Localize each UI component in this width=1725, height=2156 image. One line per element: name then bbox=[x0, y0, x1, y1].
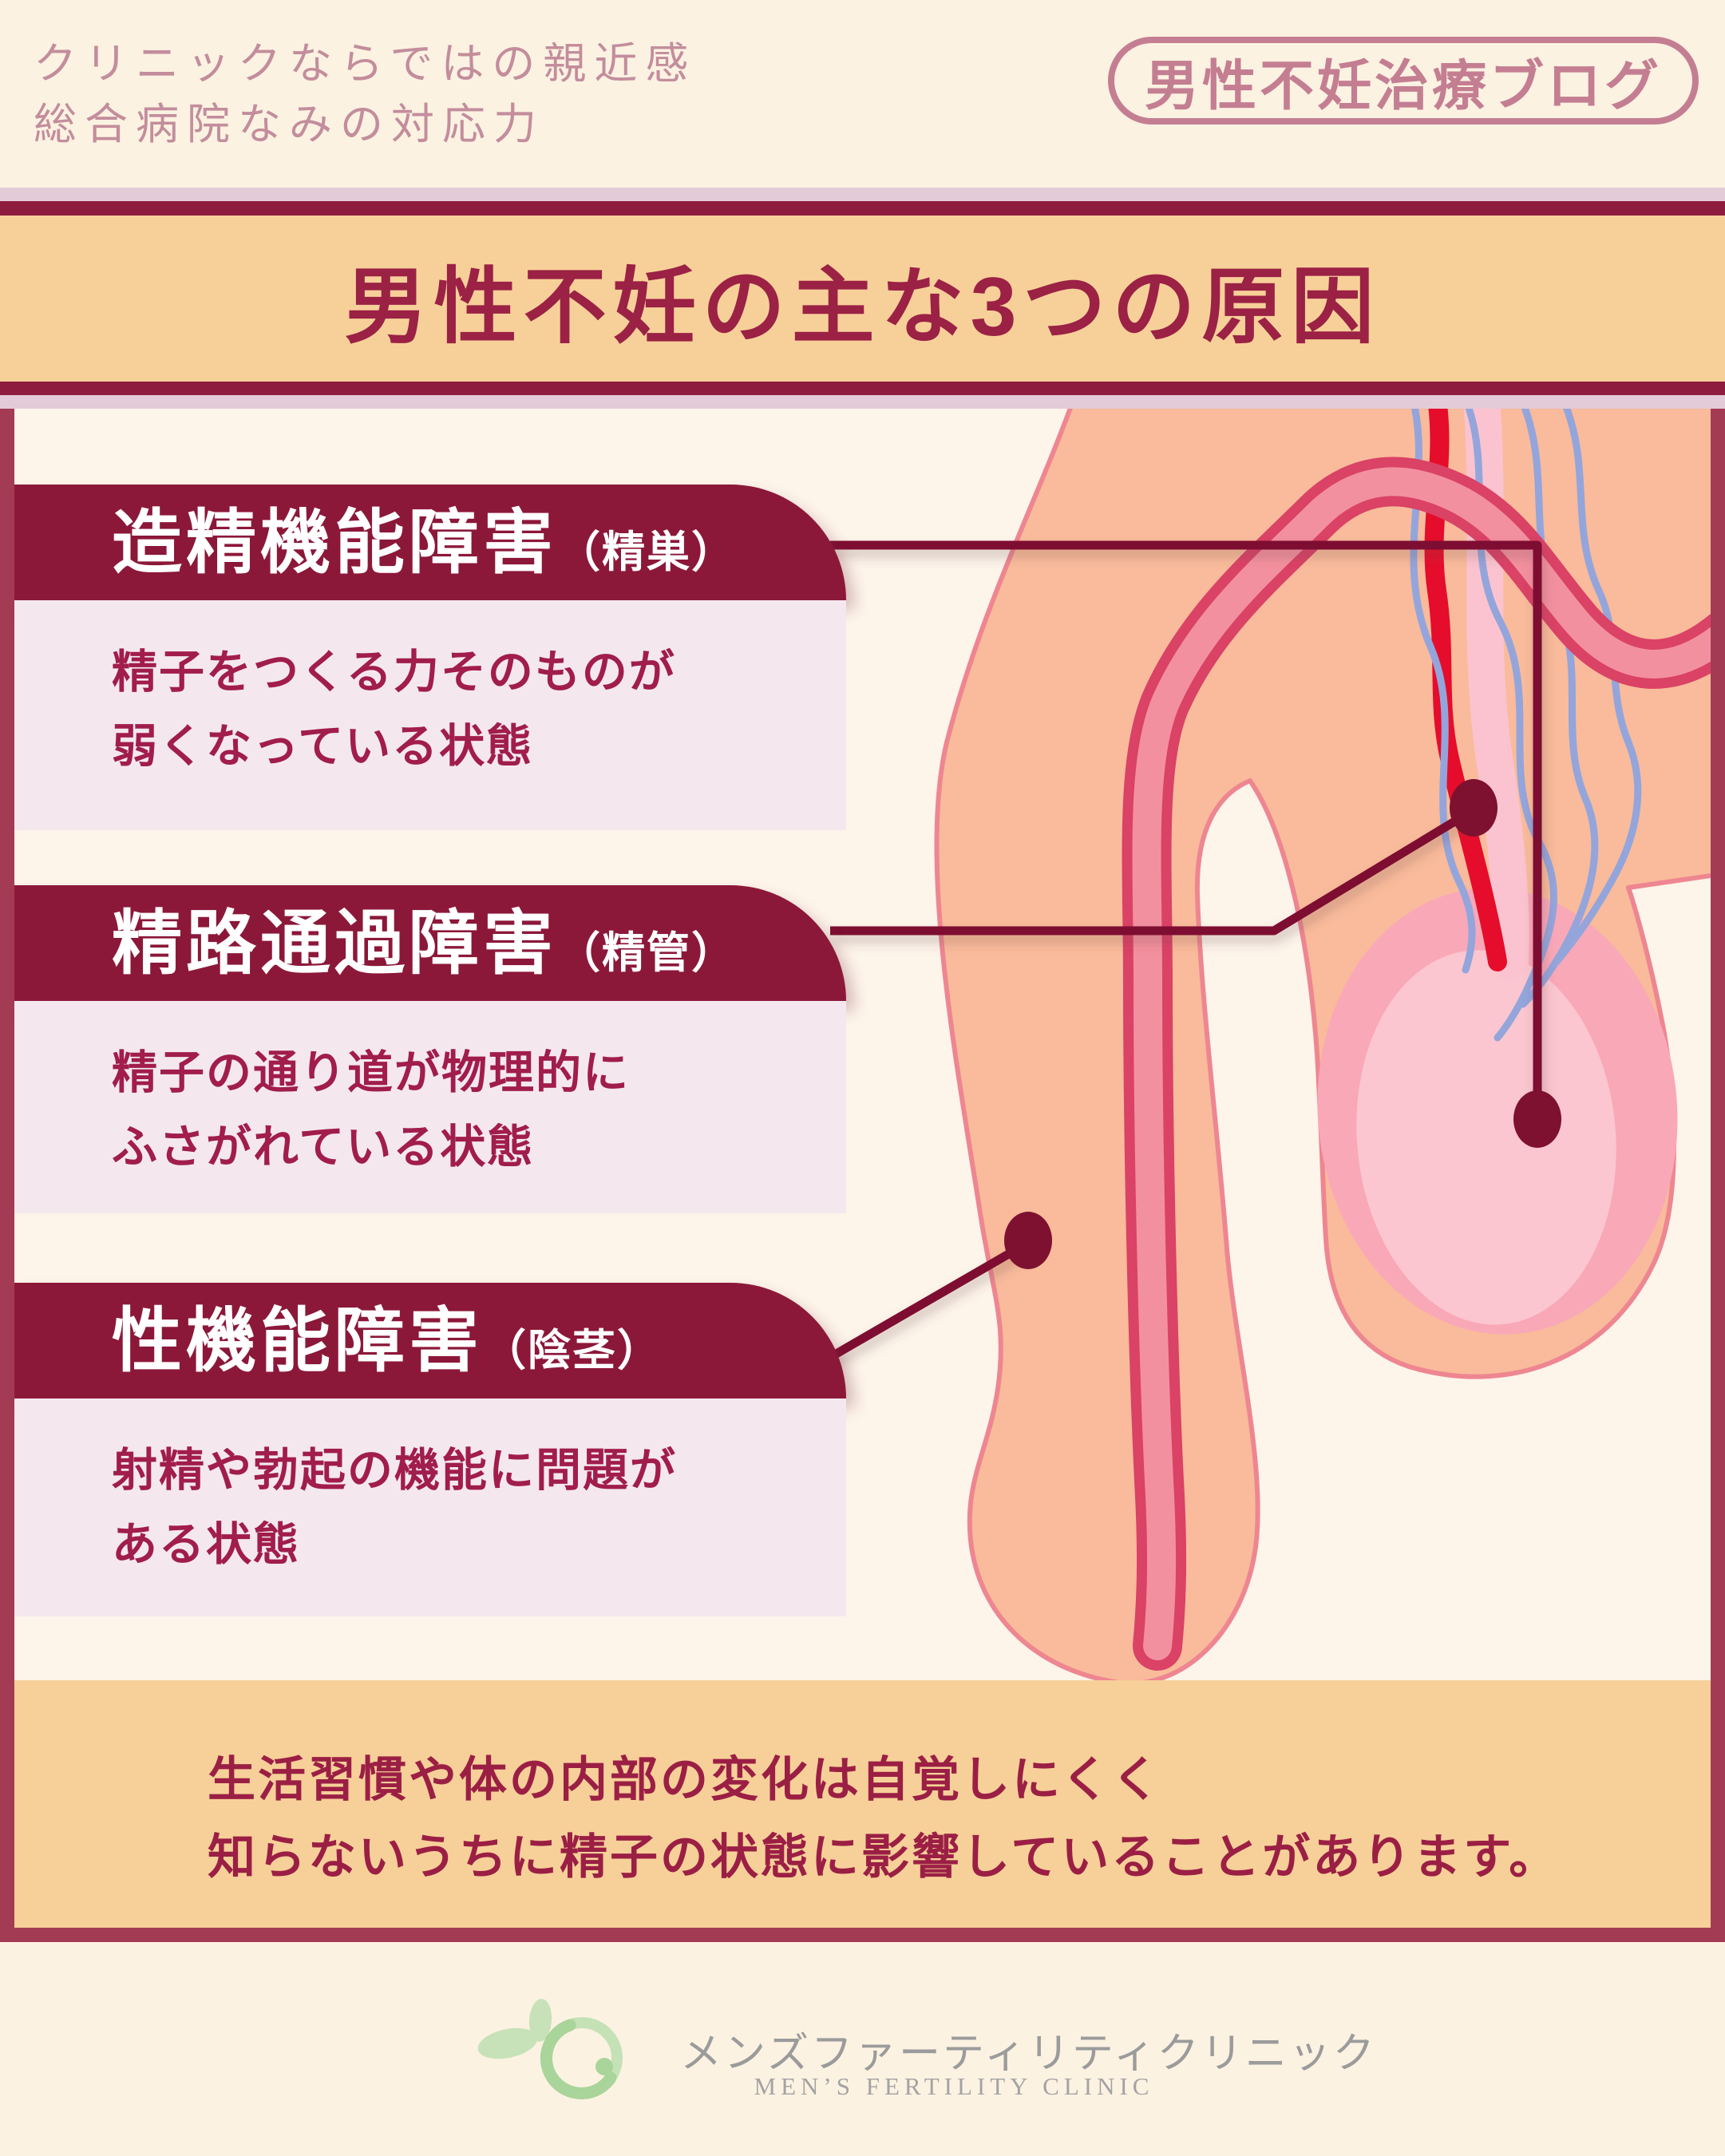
sprout-logo-icon bbox=[477, 1999, 623, 2100]
cause-card-1-header: 造精機能障害 （精巣） bbox=[14, 485, 846, 600]
connector-penis-line bbox=[812, 1240, 1029, 1371]
penis-dot bbox=[1004, 1212, 1052, 1269]
cause-card-2-header: 精路通過障害 （精管） bbox=[14, 885, 846, 1001]
cause-2-name: 精路通過障害 bbox=[112, 904, 558, 983]
connector-dots bbox=[1004, 779, 1561, 1269]
anatomy-illustration bbox=[812, 409, 1711, 1686]
vas-deferens-tube-shape bbox=[1122, 457, 1711, 1671]
cause-1-organ: （精巣） bbox=[557, 528, 737, 576]
cause-card-1-description: 精子をつくる力そのものが 弱くなっている状態 bbox=[14, 600, 846, 830]
cause-2-desc-line-2: ふさがれている状態 bbox=[112, 1122, 535, 1173]
tagline-line-2: 総合病院なみの対応力 bbox=[34, 101, 544, 148]
cause-3-desc-line-2: ある状態 bbox=[112, 1519, 300, 1570]
cause-1-desc-line-1: 精子をつくる力そのものが bbox=[112, 647, 676, 698]
cause-card-3-header: 性機能障害 （陰茎） bbox=[14, 1283, 846, 1398]
cause-card-3-description: 射精や勃起の機能に問題が ある状態 bbox=[14, 1398, 846, 1616]
note-line-2: 知らないうちに精子の状態に影響していることがあります。 bbox=[208, 1830, 1560, 1884]
decorative-stripe-maroon-bottom bbox=[0, 382, 1725, 395]
testis-dot bbox=[1513, 1090, 1561, 1148]
cause-3-organ: （陰茎） bbox=[483, 1327, 663, 1375]
decorative-stripe-pink-top bbox=[0, 188, 1725, 201]
testis-shape bbox=[1356, 950, 1616, 1325]
note-band: 生活習慣や体の内部の変化は自覚しにくく 知らないうちに精子の状態に影響しているこ… bbox=[14, 1680, 1711, 1928]
cause-3-name: 性機能障害 bbox=[112, 1301, 484, 1380]
blog-badge-label: 男性不妊治療ブログ bbox=[1144, 55, 1662, 117]
logo-dot bbox=[595, 2058, 613, 2075]
decorative-stripe-pink-bottom bbox=[0, 395, 1725, 409]
clinic-name-en: MEN’S FERTILITY CLINIC bbox=[754, 2072, 1154, 2100]
cause-1-desc-line-2: 弱くなっている状態 bbox=[112, 721, 534, 772]
blog-badge: 男性不妊治療ブログ bbox=[1108, 37, 1699, 125]
header-tagline: クリニックならではの親近感 総合病院なみの対応力 bbox=[34, 34, 696, 155]
page-title: 男性不妊の主な3つの原因 bbox=[344, 260, 1381, 354]
connector-vas-line bbox=[830, 807, 1474, 936]
connector-lines bbox=[812, 540, 1542, 1371]
cause-1-name: 造精機能障害 bbox=[112, 503, 558, 582]
connector-testis-line bbox=[830, 540, 1542, 1118]
cause-3-desc-line-1: 射精や勃起の機能に問題が bbox=[112, 1445, 677, 1496]
logo-leaf-left bbox=[477, 2027, 538, 2059]
clinic-name-jp: メンズファーティリティクリニック bbox=[680, 2031, 1377, 2077]
title-banner: 男性不妊の主な3つの原因 bbox=[0, 216, 1725, 382]
logo-leaf-top bbox=[528, 1999, 552, 2042]
tagline-line-1: クリニックならではの親近感 bbox=[34, 40, 697, 88]
vas-dot bbox=[1450, 779, 1498, 837]
note-line-1: 生活習慣や体の内部の変化は自覚しにくく bbox=[208, 1753, 1162, 1806]
decorative-stripe-maroon-top bbox=[0, 201, 1725, 216]
cause-card-2-description: 精子の通り道が物理的に ふさがれている状態 bbox=[14, 1001, 846, 1213]
cause-2-desc-line-1: 精子の通り道が物理的に bbox=[112, 1047, 630, 1098]
cause-2-organ: （精管） bbox=[557, 929, 737, 977]
logo-ring-swoosh bbox=[540, 2019, 617, 2100]
